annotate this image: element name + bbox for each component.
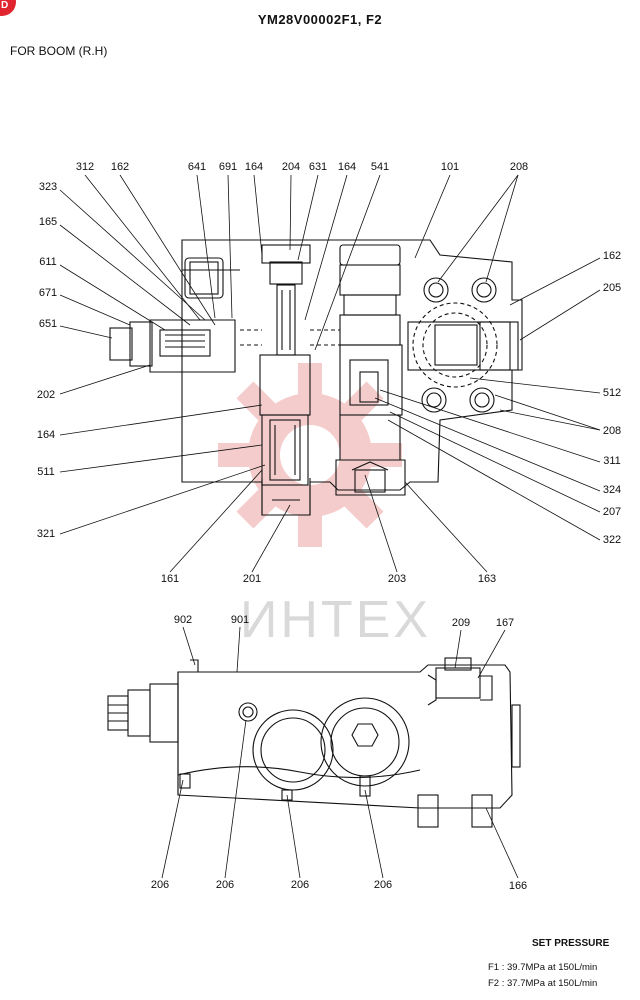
part-label-541: 541 <box>370 161 390 173</box>
part-label-691: 691 <box>218 161 238 173</box>
leader-lines-top <box>59 174 601 573</box>
part-label-312: 312 <box>75 161 95 173</box>
part-label-162: 162 <box>602 250 622 262</box>
page-title: YM28V00002F1, F2 <box>257 12 383 27</box>
part-label-163: 163 <box>477 573 497 585</box>
leader-lines-bottom <box>161 626 519 879</box>
part-label-511: 511 <box>37 466 55 478</box>
part-label-611: 611 <box>39 256 57 268</box>
set-pressure-f2: F2 : 37.7MPa at 150L/min <box>488 978 598 989</box>
part-label-323: 323 <box>38 181 58 193</box>
part-label-167: 167 <box>495 617 515 629</box>
part-label-161: 161 <box>160 573 180 585</box>
part-label-166: 166 <box>508 880 528 892</box>
assembly-subtitle: FOR BOOM (R.H) <box>10 44 108 58</box>
part-label-165: 165 <box>38 216 58 228</box>
part-label-162: 162 <box>110 161 130 173</box>
part-label-901: 901 <box>230 614 250 626</box>
part-label-206: 206 <box>150 879 170 891</box>
part-label-902: 902 <box>173 614 193 626</box>
part-label-206: 206 <box>373 879 393 891</box>
part-label-203: 203 <box>387 573 407 585</box>
part-label-209: 209 <box>451 617 471 629</box>
part-label-206: 206 <box>215 879 235 891</box>
section-view <box>109 239 523 516</box>
part-label-206: 206 <box>290 879 310 891</box>
part-label-205: 205 <box>602 282 622 294</box>
part-label-321: 321 <box>36 528 56 540</box>
part-label-322: 322 <box>602 534 622 546</box>
set-pressure-f1: F1 : 39.7MPa at 150L/min <box>488 962 598 973</box>
watermark-gear-logo <box>218 363 402 547</box>
watermark-text: ИНТЕХ <box>240 591 432 649</box>
part-label-164: 164 <box>337 161 357 173</box>
part-label-204: 204 <box>281 161 301 173</box>
set-pressure-title: SET PRESSURE <box>532 938 610 949</box>
part-label-631: 631 <box>308 161 328 173</box>
part-label-324: 324 <box>602 484 622 496</box>
part-label-311: 311 <box>603 455 621 467</box>
part-label-208: 208 <box>602 425 622 437</box>
exterior-view <box>107 657 521 828</box>
part-label-164: 164 <box>244 161 264 173</box>
part-label-641: 641 <box>187 161 207 173</box>
part-label-671: 671 <box>38 287 58 299</box>
part-label-164: 164 <box>36 429 56 441</box>
part-label-208: 208 <box>509 161 529 173</box>
part-label-101: 101 <box>440 161 460 173</box>
part-label-201: 201 <box>242 573 262 585</box>
part-label-207: 207 <box>602 506 622 518</box>
part-label-651: 651 <box>38 318 58 330</box>
part-label-512: 512 <box>602 387 622 399</box>
part-label-202: 202 <box>36 389 56 401</box>
